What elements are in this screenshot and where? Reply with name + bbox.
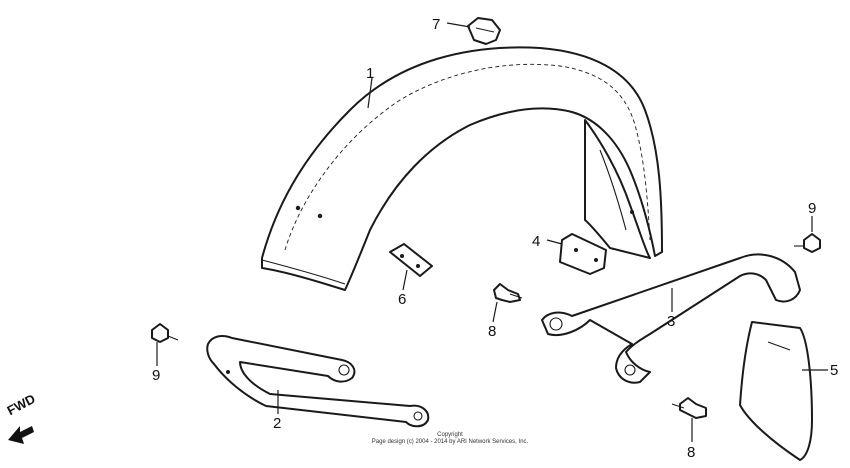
- leader-lines: [156, 22, 828, 442]
- callout-7: 7: [432, 16, 440, 33]
- callout-8-bottom: 8: [687, 444, 695, 461]
- callout-5: 5: [830, 362, 838, 379]
- clip-part: [467, 17, 501, 45]
- callout-2: 2: [273, 415, 281, 432]
- bolt-part-b: [671, 397, 707, 419]
- rear-fender-part: [261, 46, 663, 291]
- callout-9-right: 9: [808, 200, 816, 217]
- callout-9-left: 9: [152, 367, 160, 384]
- callout-1: 1: [366, 65, 374, 82]
- screw-part-b: [794, 233, 821, 253]
- callout-4: 4: [532, 233, 540, 250]
- callout-8-center: 8: [488, 323, 496, 340]
- small-bracket-part: [389, 243, 433, 277]
- screw-part-a: [151, 323, 179, 343]
- callout-6: 6: [398, 291, 406, 308]
- front-stay-part: [206, 335, 430, 428]
- copyright-text: Page design (c) 2004 - 2014 by ARI Netwo…: [371, 439, 529, 445]
- mud-flap-part: [739, 321, 813, 461]
- bolt-part-a: [493, 283, 523, 303]
- copyright-title: Copyright: [437, 432, 463, 438]
- rear-stay-part: [541, 253, 801, 384]
- callout-3: 3: [667, 313, 675, 330]
- mounting-plate-part: [559, 233, 607, 275]
- copyright-notice: Copyright Page design (c) 2004 - 2014 by…: [300, 432, 600, 446]
- forward-arrow-icon: [8, 426, 34, 444]
